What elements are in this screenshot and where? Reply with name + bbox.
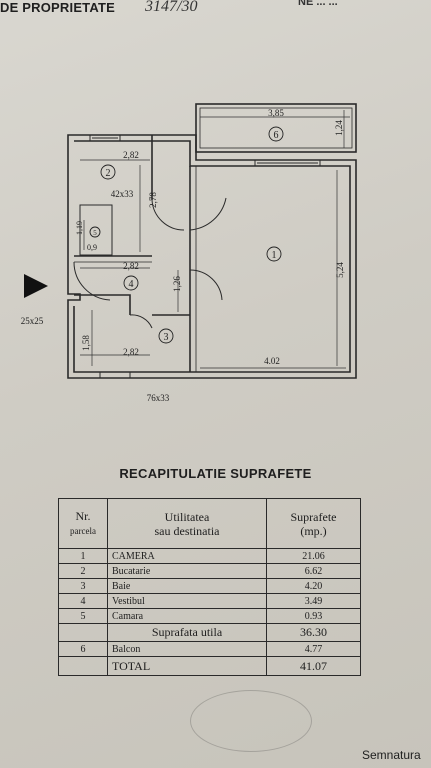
col-nr: Nr. parcela (58, 498, 108, 549)
table-row: 5 Camara 0.93 (58, 608, 361, 624)
door-label-bottom: 76x33 (147, 393, 170, 403)
total-nr (58, 656, 108, 676)
table-row: 2 Bucatarie 6.62 (58, 563, 361, 579)
row-nr: 5 (58, 608, 108, 624)
room-2-height: 2,78 (148, 192, 158, 208)
balcony-row: 6 Balcon 4.77 (58, 641, 361, 657)
room-4-width: 2,82 (123, 261, 139, 271)
balcony-area: 4.77 (266, 641, 361, 657)
signature-label: Semnatura (362, 748, 421, 762)
row-name: Baie (107, 578, 267, 594)
col-nr-label: Nr. (75, 509, 91, 523)
room-4-id: 4 (129, 279, 134, 290)
useful-area-row: Suprafata utila 36.30 (58, 623, 361, 642)
room-5-height: 1,19 (75, 221, 84, 235)
floor-plan: 1 2 3 4 5 6 4.02 5,24 2,82 2,78 2,82 1,5… (21, 103, 357, 403)
col-util: Utilitatea sau destinatia (107, 498, 267, 549)
table-row: 1 CAMERA 21.06 (58, 548, 361, 564)
official-stamp (190, 690, 312, 752)
header-right-text: NE ... ... (298, 0, 338, 8)
entrance-arrow-icon (24, 274, 48, 298)
row-area: 4.20 (266, 578, 361, 594)
row-nr: 3 (58, 578, 108, 594)
row-nr: 4 (58, 593, 108, 609)
row-area: 0.93 (266, 608, 361, 624)
recap-header-row: Nr. parcela Utilitatea sau destinatia Su… (58, 498, 361, 549)
room-2-id: 2 (106, 168, 111, 179)
room-3-id: 3 (164, 332, 169, 343)
col-util-label: Utilitatea (164, 509, 210, 524)
row-name: CAMERA (107, 548, 267, 564)
balcony-name: Balcon (107, 641, 267, 657)
total-area: 41.07 (266, 656, 361, 676)
room-3-width: 2,82 (123, 347, 139, 357)
row-area: 21.06 (266, 548, 361, 564)
row-area: 6.62 (266, 563, 361, 579)
useful-area-nr (58, 623, 108, 642)
table-row: 4 Vestibul 3.49 (58, 593, 361, 609)
col-supr-sub: (mp.) (300, 523, 327, 538)
col-nr-sub: parcela (70, 526, 96, 536)
room-6-height: 1,24 (334, 120, 344, 136)
door-label-kitchen: 42x33 (111, 189, 134, 199)
col-util-sub: sau destinatia (154, 523, 220, 538)
row-nr: 2 (58, 563, 108, 579)
row-name: Camara (107, 608, 267, 624)
room-1-height: 5,24 (335, 262, 345, 278)
room-3-height: 1,58 (81, 335, 91, 351)
recap-title: RECAPITULATIE SUPRAFETE (119, 466, 312, 481)
table-row: 3 Baie 4.20 (58, 578, 361, 594)
row-area: 3.49 (266, 593, 361, 609)
recap-table: Nr. parcela Utilitatea sau destinatia Su… (58, 498, 361, 676)
room-6-id: 6 (274, 130, 279, 141)
col-supr: Suprafete (mp.) (266, 498, 361, 549)
room-1-id: 1 (272, 250, 277, 261)
total-label: TOTAL (107, 656, 267, 676)
room-5-width: 0,9 (87, 243, 97, 252)
header-number: 3147/30 (145, 0, 198, 15)
room-1-width: 4.02 (264, 356, 280, 366)
room-5-id: 5 (93, 229, 97, 237)
room-6-width: 3,85 (268, 108, 284, 118)
row-nr: 1 (58, 548, 108, 564)
row-name: Bucatarie (107, 563, 267, 579)
room-4-height: 1,26 (172, 276, 182, 292)
col-supr-label: Suprafete (290, 509, 337, 524)
balcony-nr: 6 (58, 641, 108, 657)
room-2-width: 2,82 (123, 150, 139, 160)
header-label: DE PROPRIETATE (0, 0, 115, 15)
total-row: TOTAL 41.07 (58, 656, 361, 676)
row-name: Vestibul (107, 593, 267, 609)
useful-area-value: 36.30 (266, 623, 361, 642)
door-label-entry: 25x25 (21, 316, 44, 326)
useful-area-label: Suprafata utila (107, 623, 267, 642)
